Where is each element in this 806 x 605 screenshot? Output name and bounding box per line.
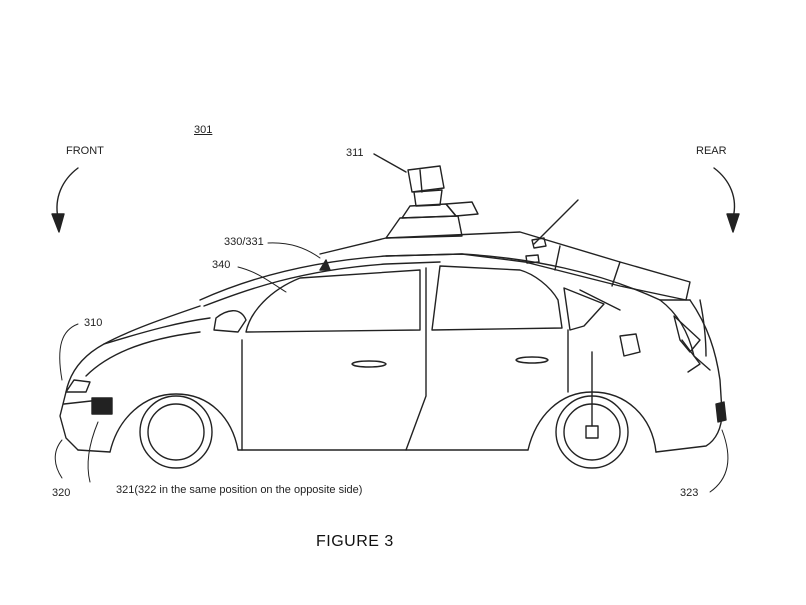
sensor-321 [91,397,113,415]
rear-arrow [713,167,740,233]
reference-340: 340 [212,259,231,271]
reference-320: 320 [52,487,71,499]
reference-301: 301 [194,124,213,136]
label-rear: REAR [696,145,727,157]
leader-lines [54,242,729,493]
roof-sensor-311 [373,153,479,239]
figure-caption: FIGURE 3 [316,533,394,550]
roof-rack [319,199,691,301]
front-wheel [139,395,213,469]
reference-311: 311 [346,147,364,159]
doors [241,267,641,451]
car-body [59,299,723,453]
front-arrow [51,167,79,233]
reference-321: 321(322 in the same position on the oppo… [116,484,363,496]
reference-323: 323 [680,487,699,499]
reference-310: 310 [84,317,103,329]
rear-section [659,299,711,373]
sensor-323 [715,401,727,423]
reference-330-331: 330/331 [224,236,264,248]
rear-wheel [555,351,629,469]
hood-and-windows [85,265,621,377]
car-roof [199,253,661,307]
label-front: FRONT [66,145,104,157]
